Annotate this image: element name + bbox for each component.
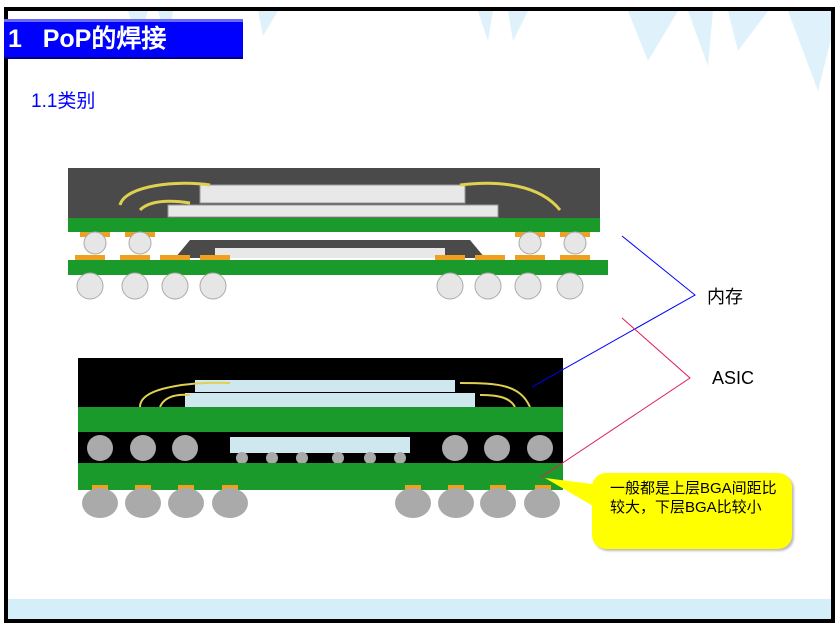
footer-band [8, 599, 831, 619]
asic-label: ASIC [712, 368, 755, 388]
callout-tail [545, 478, 600, 510]
top-package [68, 168, 608, 300]
memory-label: 内存 [707, 287, 743, 307]
memory-pointer-lines [531, 235, 696, 388]
decor-snowflakes [128, 11, 831, 91]
callout-note: 一般都是上层BGA间距比较大，下层BGA比较小 [592, 473, 792, 549]
section-subtitle: 1.1类别 [31, 91, 96, 112]
bottom-package [78, 358, 563, 518]
slide-title: 1 PoP的焊接 [4, 19, 243, 59]
asic-pointer-lines [539, 317, 691, 479]
slide [4, 7, 835, 623]
